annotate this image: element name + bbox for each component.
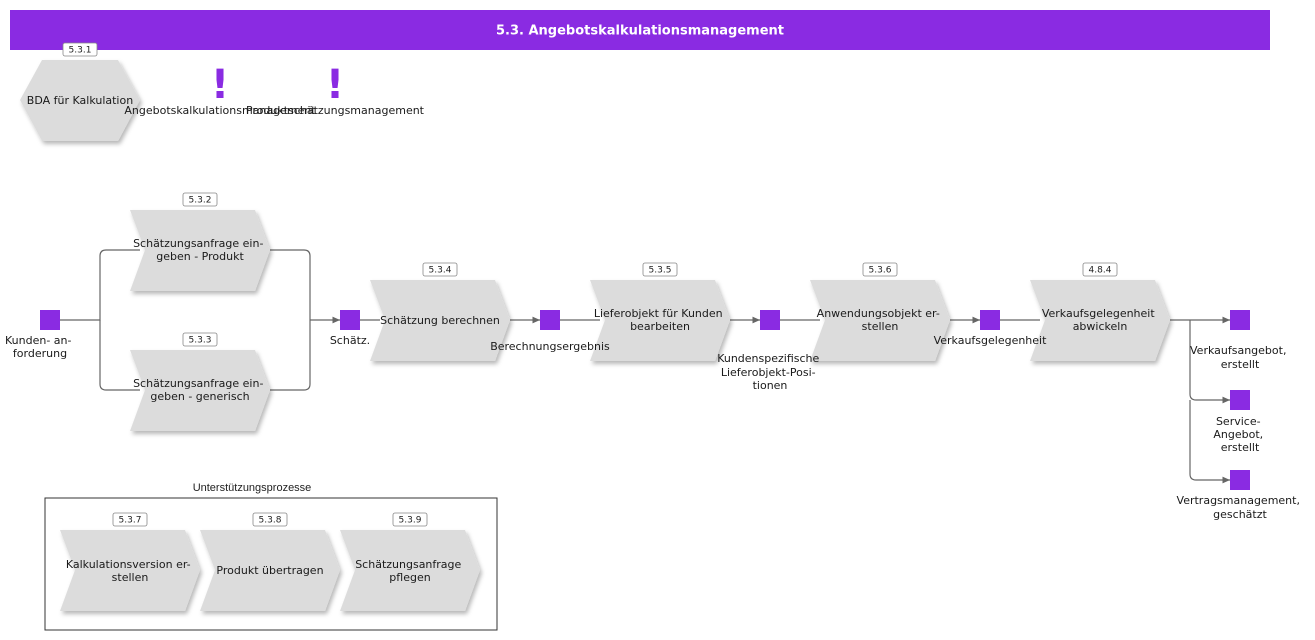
process-5-3-9[interactable]: Schätzungsanfrage pflegen 5.3.9 bbox=[340, 512, 480, 611]
support-group-title: Unterstützungsprozesse bbox=[193, 482, 312, 494]
event-square bbox=[340, 310, 360, 330]
link-angebotskalkulation[interactable]: ! Angebotskalkulationsmanagement bbox=[124, 62, 316, 117]
process-5-3-2[interactable]: Schätzungsanfrage ein- geben - Produkt 5… bbox=[130, 192, 270, 291]
exclamation-icon: ! bbox=[211, 62, 229, 108]
process-badge: 5.3.9 bbox=[399, 516, 422, 526]
process-chevron bbox=[60, 530, 200, 611]
process-5-3-5[interactable]: Lieferobjekt für Kunden bearbeiten 5.3.5 bbox=[590, 262, 730, 361]
event-label: Vertragsmanagement, geschätzt bbox=[1177, 494, 1304, 521]
event-square bbox=[1230, 310, 1250, 330]
process-label: Schätzungsanfrage ein- geben - Produkt bbox=[133, 237, 267, 263]
process-label: Verkaufsgelegenheit abwickeln bbox=[1042, 307, 1158, 333]
process-chevron bbox=[130, 210, 270, 291]
connector-p484-e8 bbox=[1189, 400, 1230, 484]
event-service-angebot-erstellt[interactable]: Service- Angebot, erstellt bbox=[1213, 390, 1266, 454]
process-5-3-4[interactable]: Schätzung berechnen 5.3.4 bbox=[370, 262, 510, 361]
process-badge: 5.3.8 bbox=[259, 516, 282, 526]
link-angebotskalkulation-label: Angebotskalkulationsmanagement bbox=[124, 104, 316, 117]
event-label: Verkaufsgelegenheit bbox=[934, 334, 1048, 347]
process-badge: 5.3.6 bbox=[869, 266, 892, 276]
bda-label: BDA für Kalkulation bbox=[27, 94, 133, 107]
exclamation-icon: ! bbox=[326, 62, 344, 108]
process-badge: 5.3.5 bbox=[649, 266, 672, 276]
connectors bbox=[60, 249, 1230, 484]
support-group: Unterstützungsprozesse Kalkulationsversi… bbox=[44, 482, 498, 631]
process-chevron bbox=[1030, 280, 1170, 361]
event-schaetz[interactable]: Schätz. bbox=[330, 310, 370, 347]
process-5-3-8[interactable]: Produkt übertragen 5.3.8 bbox=[200, 512, 340, 611]
process-4-8-4[interactable]: Verkaufsgelegenheit abwickeln 4.8.4 bbox=[1030, 262, 1170, 361]
process-label: Produkt übertragen bbox=[216, 564, 323, 577]
event-label: Verkaufsangebot, erstellt bbox=[1190, 344, 1290, 371]
process-label: Anwendungsobjekt er- stellen bbox=[817, 307, 944, 333]
connector-p484-e7 bbox=[1189, 320, 1230, 404]
process-5-3-6[interactable]: Anwendungsobjekt er- stellen 5.3.6 bbox=[810, 262, 950, 361]
event-square bbox=[1230, 390, 1250, 410]
event-vertragsmanagement-geschaetzt[interactable]: Vertragsmanagement, geschätzt bbox=[1177, 470, 1304, 521]
event-berechnungsergebnis[interactable]: Berechnungsergebnis bbox=[490, 310, 610, 353]
process-badge: 5.3.4 bbox=[429, 266, 452, 276]
bda-node[interactable]: BDA für Kalkulation bbox=[20, 60, 140, 141]
process-badge: 5.3.7 bbox=[119, 516, 142, 526]
connector-p532-e2 bbox=[270, 249, 311, 320]
link-produktschaetzung-label: Produktschätzungsmanagement bbox=[246, 104, 425, 117]
event-label: Kundenspezifische Lieferobjekt-Posi- tio… bbox=[717, 352, 823, 392]
process-5-3-3[interactable]: Schätzungsanfrage ein- geben - generisch… bbox=[130, 332, 270, 431]
event-square bbox=[40, 310, 60, 330]
event-label: Kunden- an- forderung bbox=[5, 334, 75, 360]
process-chevron bbox=[370, 280, 510, 361]
process-label: Schätzungsanfrage ein- geben - generisch bbox=[133, 377, 267, 403]
link-produktschaetzung[interactable]: ! Produktschätzungsmanagement bbox=[246, 62, 425, 117]
process-chevron bbox=[590, 280, 730, 361]
event-label: Service- Angebot, erstellt bbox=[1213, 415, 1266, 454]
process-label: Schätzung berechnen bbox=[380, 314, 500, 327]
bda-hexagon bbox=[20, 60, 140, 141]
event-square bbox=[540, 310, 560, 330]
event-square bbox=[980, 310, 1000, 330]
process-chevron bbox=[130, 350, 270, 431]
connector-p533-e2 bbox=[270, 320, 311, 391]
process-label: Schätzungsanfrage pflegen bbox=[355, 558, 465, 584]
process-chevron bbox=[810, 280, 950, 361]
event-label: Schätz. bbox=[330, 334, 370, 347]
process-badge: 5.3.2 bbox=[189, 196, 212, 206]
connector-e1-p533 bbox=[99, 320, 140, 391]
header-bar bbox=[10, 10, 1270, 50]
badge-5-3-1: 5.3.1 bbox=[62, 42, 98, 57]
support-group-frame bbox=[44, 497, 498, 631]
event-square bbox=[760, 310, 780, 330]
process-chevron bbox=[200, 530, 340, 611]
page-title: 5.3. Angebotskalkulationsmanagement bbox=[496, 24, 784, 39]
process-label: Kalkulationsversion er- stellen bbox=[66, 558, 194, 584]
event-square bbox=[1230, 470, 1250, 490]
svg-text:5.3.1: 5.3.1 bbox=[69, 46, 92, 56]
process-badge: 4.8.4 bbox=[1089, 266, 1112, 276]
event-verkaufsgelegenheit[interactable]: Verkaufsgelegenheit bbox=[934, 310, 1048, 347]
process-chevron bbox=[340, 530, 480, 611]
process-5-3-7[interactable]: Kalkulationsversion er- stellen 5.3.7 bbox=[60, 512, 200, 611]
connector-e1-p532 bbox=[60, 249, 140, 321]
event-label: Berechnungsergebnis bbox=[490, 340, 610, 353]
event-kundenspezifische-lieferobjekt-positionen[interactable]: Kundenspezifische Lieferobjekt-Posi- tio… bbox=[717, 310, 823, 392]
process-badge: 5.3.3 bbox=[189, 336, 212, 346]
event-kunden-anforderung[interactable]: Kunden- an- forderung bbox=[5, 310, 75, 360]
process-label: Lieferobjekt für Kunden bearbeiten bbox=[594, 307, 726, 333]
event-verkaufsangebot-erstellt[interactable]: Verkaufsangebot, erstellt bbox=[1190, 310, 1290, 371]
